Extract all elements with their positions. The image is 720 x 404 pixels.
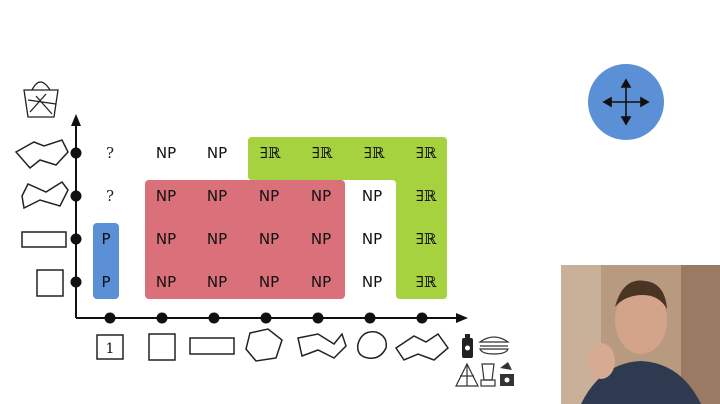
x-shape-rounded-polygon bbox=[356, 331, 388, 360]
bottle-icon bbox=[462, 334, 473, 358]
y-shape-zigzag-polygon bbox=[21, 180, 69, 210]
cell-r3-c7: ∃ℝ bbox=[416, 230, 437, 248]
cell-r1-c6: ∃ℝ bbox=[364, 144, 385, 162]
cell-r4-c4: NP bbox=[259, 273, 279, 291]
cell-r2-c2: NP bbox=[156, 187, 176, 205]
x-axis-first-label: 1 bbox=[106, 341, 115, 357]
cell-r2-c7: ∃ℝ bbox=[416, 187, 437, 205]
cell-r4-c3: NP bbox=[207, 273, 227, 291]
bag-icon bbox=[23, 81, 59, 118]
cell-r1-c3: NP bbox=[207, 144, 227, 162]
cell-r4-c5: NP bbox=[311, 273, 331, 291]
lamp-icon bbox=[500, 362, 514, 386]
cell-r2-c1: ? bbox=[106, 187, 114, 205]
cell-r4-c7: ∃ℝ bbox=[416, 273, 437, 291]
y-shape-square bbox=[36, 269, 64, 297]
cell-r1-c7: ∃ℝ bbox=[416, 144, 437, 162]
cell-r1-c4: ∃ℝ bbox=[260, 144, 281, 162]
x-shape-zigzag-polygon bbox=[297, 332, 347, 359]
cell-r3-c6: NP bbox=[362, 230, 382, 248]
sandwich-icon bbox=[478, 336, 510, 355]
x-axis-dots bbox=[104, 312, 428, 324]
x-shape-square bbox=[148, 333, 176, 361]
cell-r4-c6: NP bbox=[362, 273, 382, 291]
cell-r2-c4: NP bbox=[259, 187, 279, 205]
blender-icon bbox=[480, 363, 496, 387]
cell-r1-c2: NP bbox=[156, 144, 176, 162]
presenter-figure bbox=[561, 265, 720, 404]
np-region bbox=[145, 180, 345, 299]
cell-r3-c2: NP bbox=[156, 230, 176, 248]
cell-r2-c6: NP bbox=[362, 187, 382, 205]
x-shape-unit-box bbox=[96, 334, 124, 360]
cell-r2-c5: NP bbox=[311, 187, 331, 205]
x-shape-rectangle bbox=[189, 337, 235, 355]
y-shape-rectangle bbox=[21, 231, 67, 248]
cell-r1-c5: ∃ℝ bbox=[312, 144, 333, 162]
cell-r3-c3: NP bbox=[207, 230, 227, 248]
cell-r2-c3: NP bbox=[207, 187, 227, 205]
p-region bbox=[93, 223, 119, 299]
x-axis bbox=[76, 313, 468, 323]
cell-r3-c1: P bbox=[101, 230, 110, 248]
y-shape-octagon-irregular bbox=[14, 139, 69, 170]
er-region bbox=[248, 137, 447, 299]
presenter-webcam bbox=[561, 265, 720, 404]
cell-r4-c1: P bbox=[101, 273, 110, 291]
move-icon bbox=[602, 78, 650, 126]
x-shape-convex-polygon bbox=[245, 328, 283, 362]
move-button[interactable] bbox=[588, 64, 664, 140]
y-axis-dots bbox=[70, 147, 82, 288]
tent-icon bbox=[455, 362, 479, 387]
cell-r3-c4: NP bbox=[259, 230, 279, 248]
cell-r1-c1: ? bbox=[106, 144, 114, 162]
x-shape-irregular-polygon bbox=[394, 332, 450, 361]
cell-r4-c2: NP bbox=[156, 273, 176, 291]
cell-r3-c5: NP bbox=[311, 230, 331, 248]
